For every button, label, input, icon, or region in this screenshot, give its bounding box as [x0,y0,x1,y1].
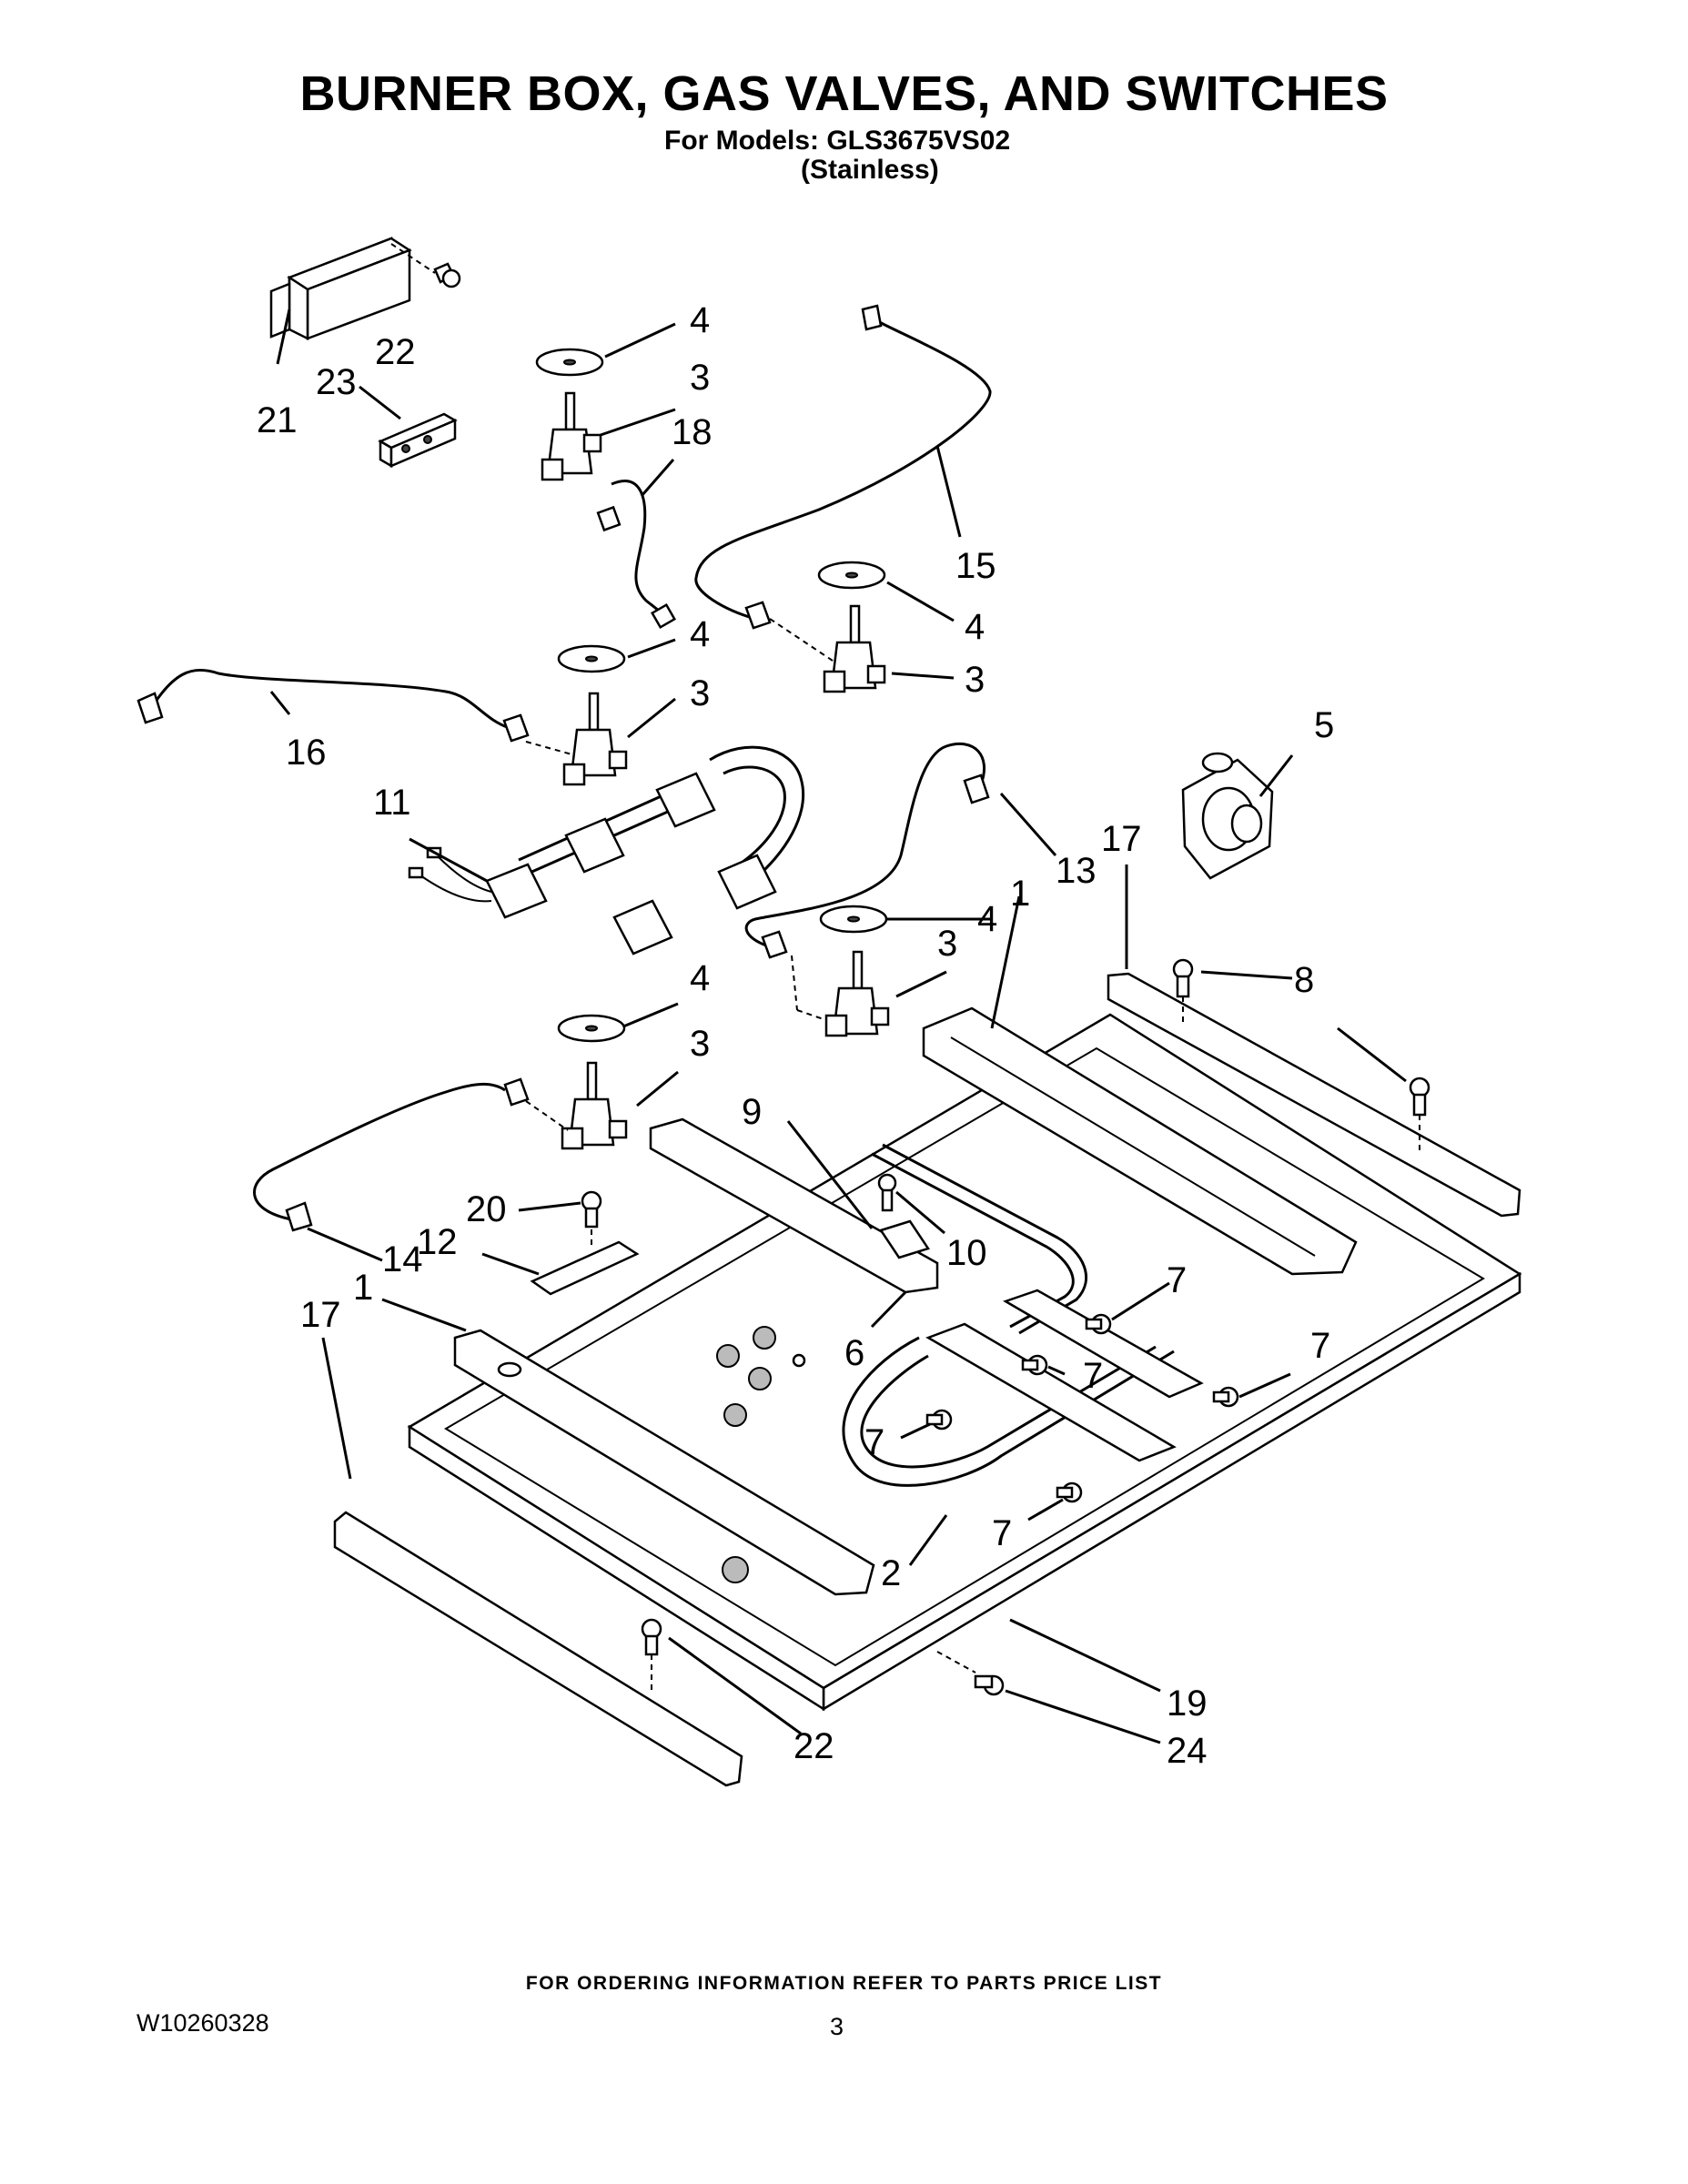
part-6-manifold-bracket [649,1117,939,1294]
part-7-screw-d [925,1409,953,1431]
part-22-screw-bottom [641,1618,662,1693]
callout-13: 13 [1056,851,1097,891]
part-23-terminal-block [378,412,458,469]
part-7-screw-e [1056,1481,1083,1503]
part-14-gas-tube [253,1077,569,1232]
callout-21: 21 [257,400,298,440]
page-title: BURNER BOX, GAS VALVES, AND SWITCHES [299,66,1389,121]
callout-9: 9 [742,1092,762,1132]
part-1-rail-right [922,1006,1358,1276]
part-2-u-burner [842,1289,1204,1487]
callout-20: 20 [466,1189,507,1229]
callout-19: 19 [1167,1684,1208,1724]
part-7-screw-c [1212,1386,1239,1408]
callout-3-a: 3 [690,358,710,398]
finish-line: (Stainless) [801,155,939,185]
callout-24: 24 [1167,1731,1208,1771]
callout-7-c: 7 [1310,1326,1330,1366]
callout-15: 15 [955,546,996,586]
callout-18: 18 [672,412,713,452]
document-number: W10260328 [136,2009,269,2037]
part-21-bracket-box [269,237,412,341]
part-3-gas-valve-low [561,1061,628,1150]
callout-1-right: 1 [1010,874,1030,914]
part-4-knob-washer-low [557,1014,626,1043]
part-16-gas-tube [136,668,530,743]
part-22-screw-top [390,243,461,288]
callout-7-a: 7 [1167,1260,1187,1300]
callout-7-d: 7 [864,1422,884,1462]
callout-7-b: 7 [1083,1356,1103,1396]
part-1-rail-left [453,1329,875,1596]
callout-12: 12 [417,1222,458,1262]
callout-7-e: 7 [992,1513,1012,1553]
callout-4-c: 4 [690,614,710,654]
callout-10: 10 [946,1233,987,1273]
part-7-screw-a [1085,1313,1112,1335]
callout-1-left: 1 [353,1268,373,1308]
callout-4-a: 4 [690,300,710,340]
callout-3-b: 3 [965,660,985,700]
callout-labels: 21 22 23 4 3 18 15 4 3 4 3 16 5 11 13 17… [257,300,1334,1771]
ordering-note: FOR ORDERING INFORMATION REFER TO PARTS … [525,1973,1163,1994]
part-9-manifold-pipe [871,1143,1087,1335]
part-15-gas-tube [694,304,992,630]
burner-ports [716,1326,806,1583]
callout-2: 2 [881,1553,901,1593]
callout-16: 16 [286,733,327,773]
callout-4-e: 4 [690,958,710,998]
part-3-gas-valve-right [769,604,886,693]
part-8-screw-a [1172,958,1194,1024]
part-3-gas-valve-left [525,692,628,786]
callout-22-top: 22 [375,332,416,372]
callout-8: 8 [1294,960,1314,1000]
part-18-gas-tube [596,480,677,630]
callout-6: 6 [844,1333,864,1373]
callout-3-c: 3 [690,673,710,713]
part-11-igniter-harness [408,745,805,956]
part-4-knob-washer-mid [819,905,888,934]
part-4-knob-washer-right [817,561,886,590]
part-3-gas-valve-mid [791,950,890,1037]
callout-22-bottom: 22 [793,1726,834,1766]
part-4-knob-washer-left [557,644,626,673]
models-line: For Models: GLS3675VS02 [664,126,1011,156]
part-3-gas-valve [541,391,602,481]
page-number: 3 [830,2013,844,2040]
callout-23: 23 [316,362,357,402]
callout-17-left: 17 [300,1295,341,1335]
part-17-side-rail-left [333,1511,743,1787]
part-12-bracket [530,1224,640,1296]
callout-4-b: 4 [965,607,985,647]
part-4-knob-washer [535,348,604,377]
callout-17-right: 17 [1101,819,1142,859]
part-5-pressure-regulator [1181,752,1274,880]
part-8-screw-b [1409,1077,1430,1151]
callout-14: 14 [382,1239,423,1279]
leader-lines [269,308,1407,1744]
callout-5: 5 [1314,705,1334,745]
part-17-side-rail-right [1107,972,1521,1218]
part-10-screw [877,1173,897,1212]
part-7-screw-b [1021,1354,1048,1376]
callout-4-d: 4 [977,899,997,939]
callout-11: 11 [373,783,411,823]
part-20-screw [581,1190,602,1228]
callout-3-e: 3 [690,1024,710,1064]
part-24-screw [936,1651,1005,1696]
callout-3-d: 3 [937,924,957,964]
part-13-gas-tube [744,742,990,959]
